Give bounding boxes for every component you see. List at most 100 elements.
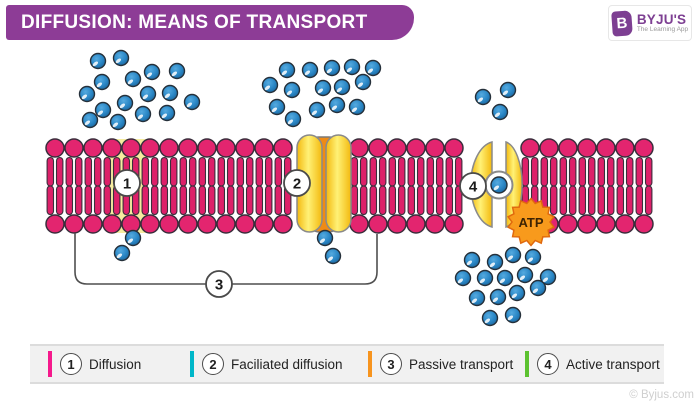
molecule — [496, 269, 514, 287]
legend-item-label: Faciliated diffusion — [231, 356, 343, 372]
molecule — [354, 73, 372, 91]
molecule — [261, 76, 279, 94]
lipid-unit — [444, 138, 464, 234]
legend-number-badge: 1 — [60, 353, 82, 375]
molecule — [183, 93, 201, 111]
marker-2: 2 — [283, 169, 311, 197]
lipid-unit — [159, 138, 179, 234]
molecule — [94, 101, 112, 119]
svg-text:3: 3 — [215, 277, 223, 294]
marker-3: 3 — [205, 270, 233, 298]
svg-text:2: 2 — [293, 176, 301, 193]
molecule — [324, 247, 342, 265]
molecule — [504, 306, 522, 324]
molecule — [504, 246, 522, 264]
legend-item-facilitated-diffusion: 2 Faciliated diffusion — [190, 351, 343, 377]
molecule — [93, 73, 111, 91]
lipid-unit — [140, 138, 160, 234]
molecule — [343, 58, 361, 76]
svg-text:1: 1 — [123, 176, 131, 193]
legend-color-bar — [48, 351, 52, 377]
channel-right-subunit — [325, 134, 352, 233]
copyright-text: © Byjus.com — [629, 389, 694, 401]
molecule — [113, 244, 131, 262]
marker-4: 4 — [459, 172, 487, 200]
phospholipid-bilayer — [45, 138, 654, 234]
page-title: DIFFUSION: MEANS OF TRANSPORT — [21, 11, 368, 33]
molecule — [481, 309, 499, 327]
legend-item-label: Active transport — [566, 356, 660, 372]
molecule — [524, 248, 542, 266]
logo-tagline-text: The Learning App — [636, 26, 689, 33]
molecule — [486, 253, 504, 271]
legend-item-label: Passive transport — [409, 356, 514, 372]
lipid-unit — [577, 138, 597, 234]
molecule — [308, 101, 326, 119]
lipid-unit — [596, 138, 616, 234]
molecule — [333, 78, 351, 96]
molecule — [78, 85, 96, 103]
molecule — [134, 105, 152, 123]
molecule — [476, 269, 494, 287]
title-banner: DIFFUSION: MEANS OF TRANSPORT — [6, 5, 414, 40]
molecule — [539, 268, 557, 286]
lipid-unit — [349, 138, 369, 234]
legend-color-bar — [368, 351, 372, 377]
molecule — [143, 63, 161, 81]
molecule — [323, 59, 341, 77]
lipid-unit — [64, 138, 84, 234]
lipid-unit — [83, 138, 103, 234]
lipid-unit — [273, 138, 293, 234]
marker-1: 1 — [113, 169, 141, 197]
lipid-unit — [425, 138, 445, 234]
legend-color-bar — [190, 351, 194, 377]
molecule — [489, 288, 507, 306]
lipid-unit — [216, 138, 236, 234]
molecule — [508, 284, 526, 302]
molecule — [116, 94, 134, 112]
molecule — [454, 269, 472, 287]
molecule — [463, 251, 481, 269]
molecule — [529, 279, 547, 297]
molecule — [516, 266, 534, 284]
legend-number-badge: 4 — [537, 353, 559, 375]
molecule — [283, 81, 301, 99]
legend-item-diffusion: 1 Diffusion — [48, 351, 141, 377]
legend-item-label: Diffusion — [89, 356, 142, 372]
atp-starburst — [506, 197, 556, 247]
lipid-unit — [387, 138, 407, 234]
molecule — [109, 113, 127, 131]
molecule — [364, 59, 382, 77]
molecule — [168, 62, 186, 80]
svg-text:4: 4 — [469, 179, 478, 196]
molecule — [499, 81, 517, 99]
byjus-logo: B BYJU'S The Learning App — [608, 5, 692, 41]
lipid-unit — [178, 138, 198, 234]
molecule — [124, 229, 142, 247]
molecule — [124, 70, 142, 88]
lipid-unit — [254, 138, 274, 234]
molecule — [89, 52, 107, 70]
molecule — [284, 110, 302, 128]
legend-number-badge: 2 — [202, 353, 224, 375]
lipid-unit — [197, 138, 217, 234]
lipid-unit — [368, 138, 388, 234]
molecule — [348, 98, 366, 116]
atp-label: ATP — [518, 215, 543, 230]
lipid-unit — [615, 138, 635, 234]
molecule — [474, 88, 492, 106]
legend-item-passive-transport: 3 Passive transport — [368, 351, 513, 377]
lipid-unit — [406, 138, 426, 234]
molecule — [81, 111, 99, 129]
legend-item-active-transport: 4 Active transport — [525, 351, 660, 377]
molecule — [301, 61, 319, 79]
molecule — [316, 229, 334, 247]
lipid-unit — [45, 138, 65, 234]
lipid-unit — [102, 138, 122, 234]
molecule — [314, 79, 332, 97]
logo-brand-text: BYJU'S — [636, 11, 687, 27]
legend-color-bar — [525, 351, 529, 377]
molecule — [278, 61, 296, 79]
molecule — [158, 104, 176, 122]
